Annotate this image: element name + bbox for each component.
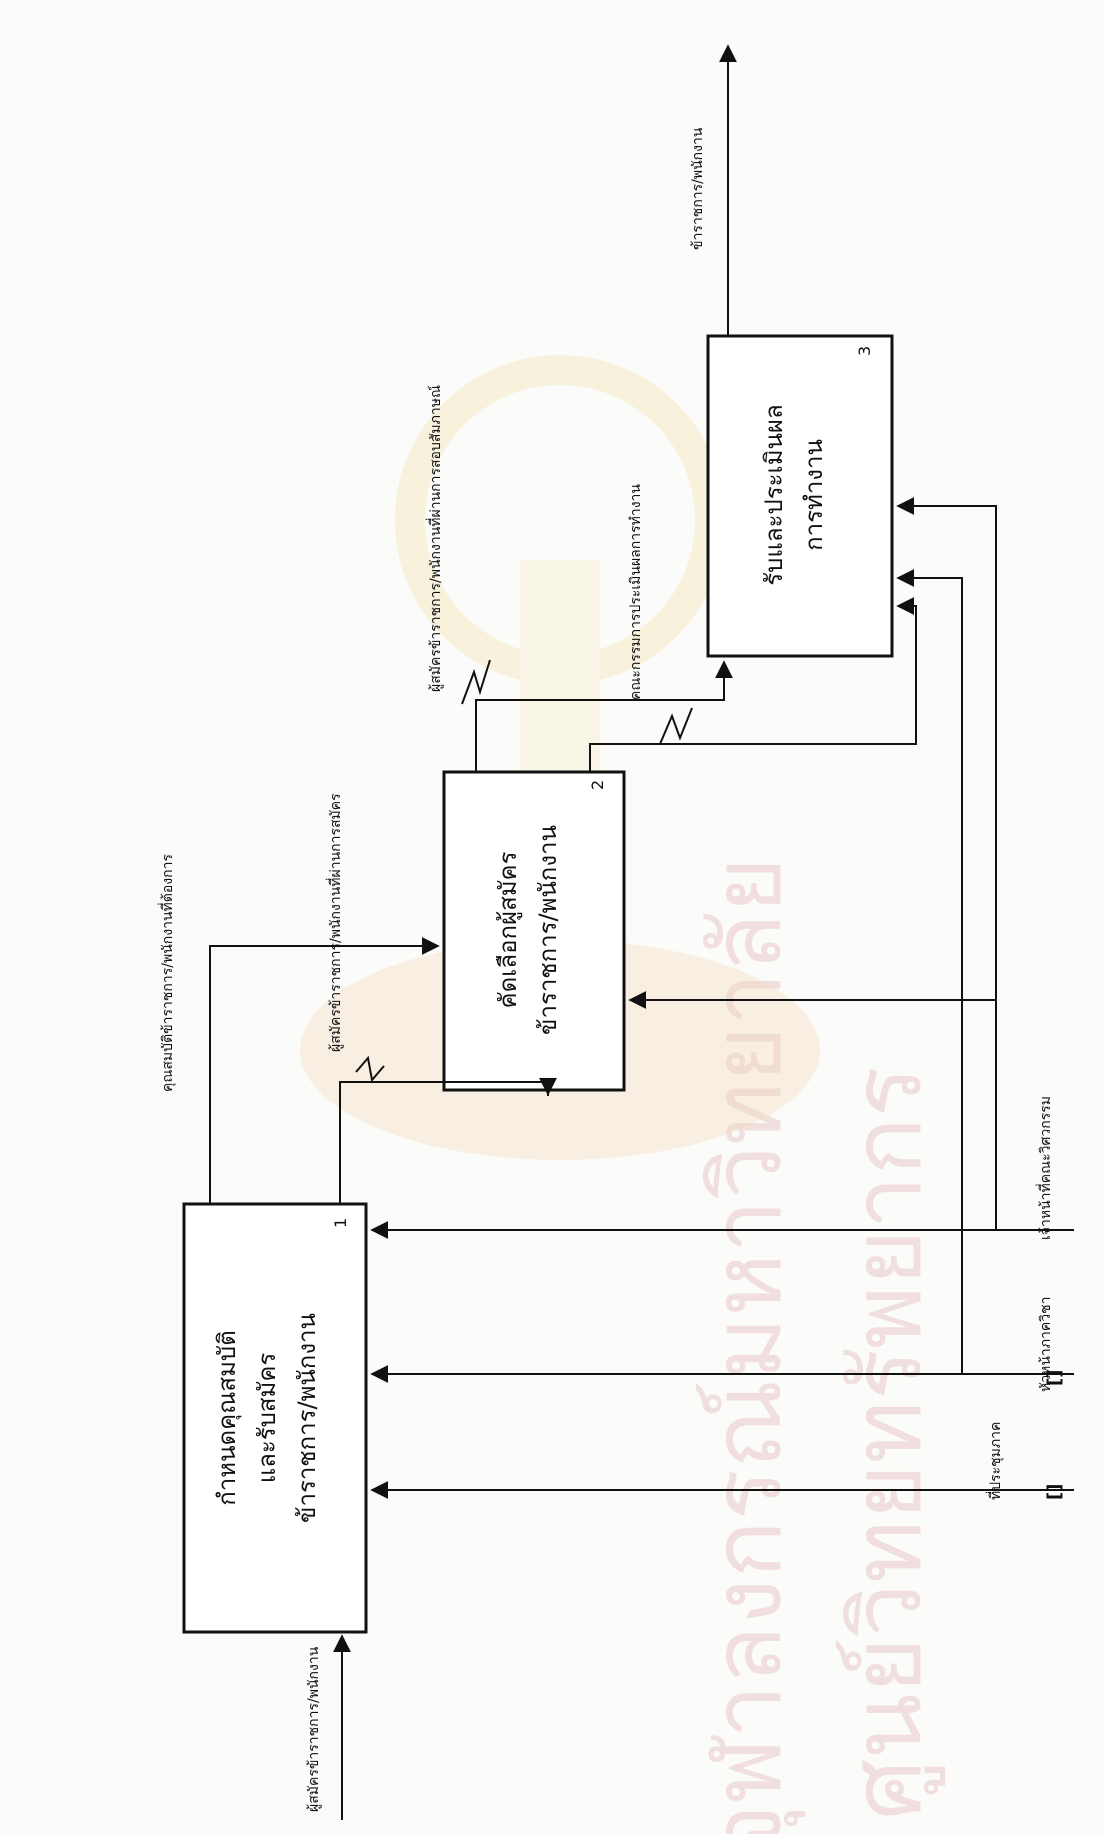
label-qualifications: คุณสมบัติข้าราชการ/พนักงานที่ต้องการ [158,854,176,1092]
tunnel-mark-2: [] [1044,1370,1065,1386]
squiggle-3 [659,707,693,745]
activity-box-2 [442,770,626,1092]
activity-box-3 [706,334,894,658]
watermark: ศูนย์วิทยทรัพยากร จุฬาลงกรณ์มหาวิทยาลัย [691,857,945,1834]
squiggle-2 [461,659,491,705]
activity-3-line-2: การทำงาน [800,439,828,551]
qualifications-arrow [209,937,440,1204]
activity-3-line-1: รับและประเมินผล [760,404,788,585]
control-branch-box3-a [896,569,963,1374]
evaluation-committee-arrow [589,597,917,772]
label-passed-application: ผู้สมัครข้าราชการ/พนักงานที่ผ่านการสมัคร [326,793,344,1052]
activity-1-number: 1 [331,1218,350,1228]
activity-3-number: 3 [855,346,874,356]
label-output-staff: ข้าราชการ/พนักงาน [690,127,706,250]
activity-3-text: รับและประเมินผล การทำงาน [760,404,828,585]
label-ethics-officer: เจ้าหน้าที่คณะวิศวกรรม [1036,1096,1054,1240]
control-branch-box3-b [896,497,997,1000]
label-passed-interview: ผู้สมัครข้าราชการ/พนักงานที่ผ่านการสอบสั… [426,385,444,692]
activity-box-1 [182,1202,368,1634]
activity-1-line-1: กำหนดคุณสมบัติ [213,1330,242,1505]
label-evaluation-committee: คณะกรรมการประเมินผลการทำงาน [628,484,644,700]
label-input-applicants: ผู้สมัครข้าราชการ/พนักงาน [306,1646,322,1812]
watermark-line-2: จุฬาลงกรณ์มหาวิทยาลัย [691,857,806,1834]
activity-1-text: กำหนดคุณสมบัติ และรับสมัคร ข้าราชการ/พนั… [213,1313,321,1523]
activity-1-line-3: ข้าราชการ/พนักงาน [293,1313,321,1523]
activity-2-line-1: คัดเลือกผู้สมัคร [494,851,523,1008]
label-department-meeting: ที่ประชุมภาค [986,1422,1004,1500]
passed-interview-arrow [475,660,733,772]
tunnel-mark-1: [] [1044,1484,1065,1500]
activity-2-line-2: ข้าราชการ/พนักงาน [534,825,562,1035]
watermark-line-1: ศูนย์วิทยทรัพยากร [831,1066,945,1820]
label-department-head: หัวหน้าภาควิชา [1038,1297,1054,1392]
activity-2-number: 2 [588,780,607,790]
activity-2-text: คัดเลือกผู้สมัคร ข้าราชการ/พนักงาน [494,825,562,1035]
squiggle-1 [355,1055,385,1083]
activity-1-line-2: และรับสมัคร [253,1353,281,1484]
